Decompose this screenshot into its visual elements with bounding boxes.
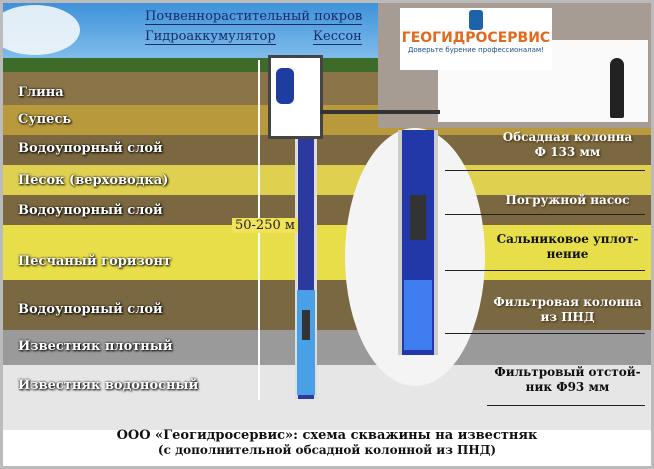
- logo: ГЕОГИДРОСЕРВИС Доверьте бурение професси…: [400, 8, 552, 70]
- label-clay: Глина: [18, 85, 64, 100]
- zoom-pump: [410, 195, 426, 240]
- label-sand-horizon: Песчаный горизонт: [18, 254, 172, 269]
- layer-aquiclude-3: [0, 280, 654, 330]
- logo-slogan: Доверьте бурение профессионалам!: [407, 46, 545, 54]
- cloud: [0, 5, 80, 55]
- callout-pump: Погружной насос: [490, 193, 645, 208]
- layer-aquifer-limestone: [0, 365, 654, 430]
- label-sand: Песок (верховодка): [18, 173, 169, 188]
- callout-text: из ПНД: [540, 310, 595, 324]
- caption-line-1: ООО «Геогидросервис»: схема скважины на …: [116, 428, 538, 443]
- label-dense-limestone: Известняк плотный: [18, 339, 173, 354]
- depth-label: 50-250 м: [232, 218, 298, 233]
- label-caisson: Кессон: [313, 29, 362, 45]
- accumulator-tank: [276, 68, 294, 104]
- caption: ООО «Геогидросервис»: схема скважины на …: [0, 428, 654, 457]
- logo-icon: [469, 10, 483, 30]
- label-aquiclude-3: Водоупорный слой: [18, 302, 163, 317]
- house-pipe: [320, 110, 440, 114]
- leader-line: [445, 333, 645, 334]
- label-aquiclude-1: Водоупорный слой: [18, 141, 163, 156]
- leader-line: [487, 405, 645, 406]
- label-aquiclude-2: Водоупорный слой: [18, 203, 163, 218]
- leader-line: [445, 270, 645, 271]
- callout-text: нение: [546, 247, 589, 261]
- layer-aquiclude-2: [0, 195, 654, 225]
- pump: [302, 310, 310, 340]
- caption-line-2: (с дополнительной обсадной колонной из П…: [157, 443, 497, 457]
- leader-line: [445, 170, 645, 171]
- callout-text: Погружной насос: [505, 193, 630, 207]
- layer-aquiclude-1: [0, 135, 654, 165]
- label-soil-cover: Почвеннорастительный покров: [145, 9, 363, 25]
- callout-sump: Фильтровый отстой-ник Ф93 мм: [490, 365, 645, 395]
- label-accumulator: Гидроаккумулятор: [145, 29, 276, 45]
- label-sandy-loam: Супесь: [18, 112, 72, 127]
- zoom-filter: [404, 280, 432, 350]
- callout-text: Обсадная колонна: [502, 130, 633, 144]
- person-silhouette: [610, 58, 624, 118]
- logo-name: ГЕОГИДРОСЕРВИС: [401, 30, 551, 46]
- callout-text: Фильтровый отстой-: [494, 365, 641, 379]
- layer-dense-limestone: [0, 330, 654, 365]
- label-aquifer-limestone: Известняк водоносный: [18, 378, 199, 393]
- callout-text: ник Ф93 мм: [525, 380, 610, 394]
- well-filter: [297, 290, 315, 395]
- callout-seal: Сальниковое уплот-нение: [490, 232, 645, 262]
- callout-text: Ф 133 мм: [534, 145, 601, 159]
- callout-text: Фильтровая колонна: [493, 295, 642, 309]
- callout-text: Сальниковое уплот-: [496, 232, 639, 246]
- leader-line: [445, 214, 645, 215]
